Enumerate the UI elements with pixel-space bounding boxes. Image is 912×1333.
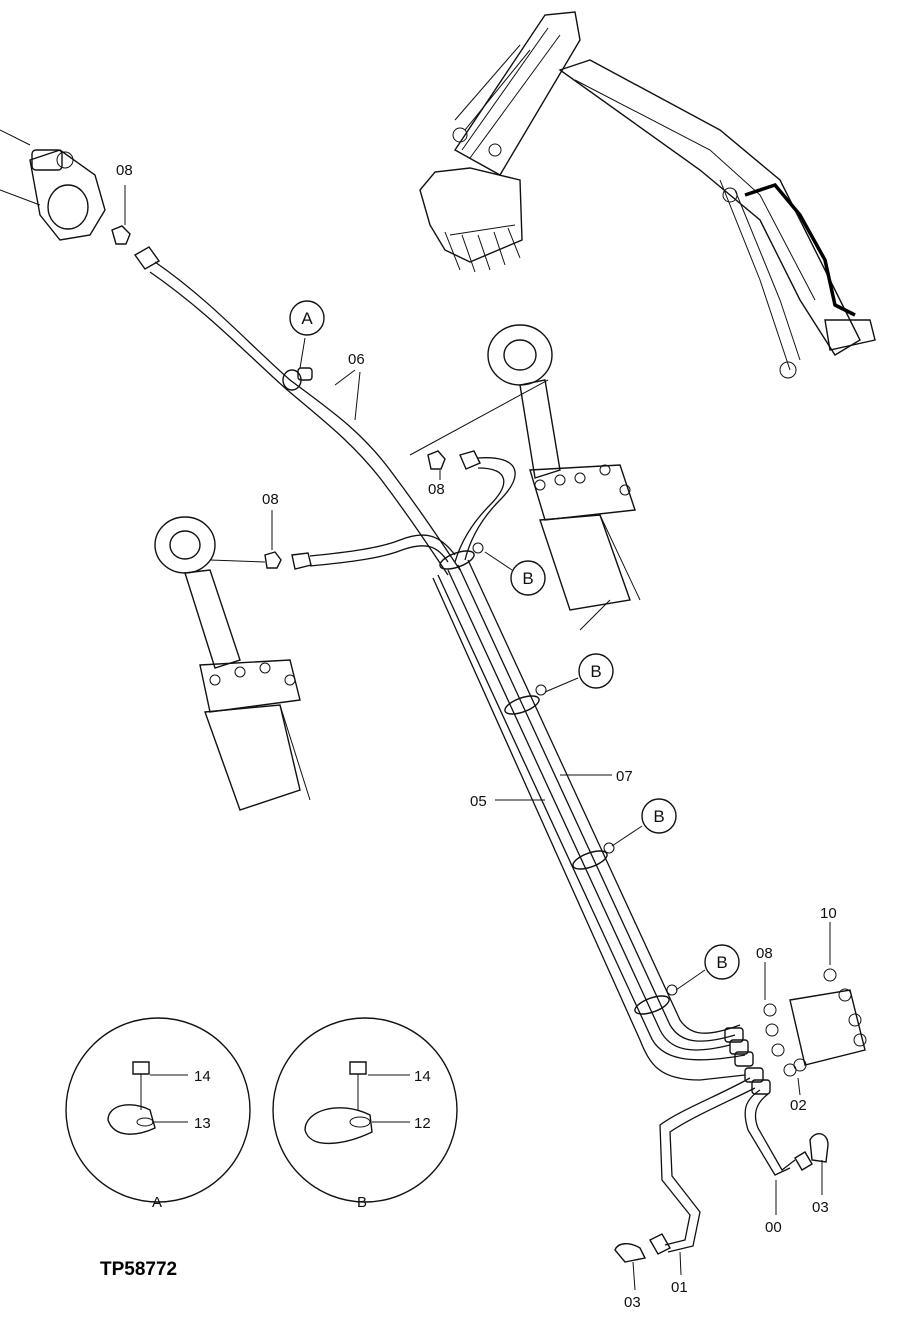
bubble-b-2-letter: B — [590, 662, 601, 681]
callout-00: 00 — [765, 1219, 782, 1236]
bubble-b-4-letter: B — [716, 953, 727, 972]
bubble-b-3-letter: B — [653, 807, 664, 826]
line-01 — [649, 1077, 756, 1255]
callout-05: 05 — [470, 793, 487, 810]
bubble-b-4: B — [704, 944, 740, 980]
callout-14-b: 14 — [414, 1068, 431, 1085]
callout-08-top: 08 — [116, 162, 133, 179]
figure-id: TP58772 — [100, 1259, 177, 1280]
bubble-a-top-letter: A — [301, 309, 313, 328]
bubble-b-3: B — [641, 798, 677, 834]
callout-10: 10 — [820, 905, 837, 922]
callout-13: 13 — [194, 1115, 211, 1132]
clamp-a-on-hose — [282, 367, 313, 391]
detail-b — [272, 1017, 458, 1203]
elbow-fitting-03-bottom — [614, 1243, 647, 1263]
hose-06 — [133, 246, 461, 576]
elbow-fitting-03-right — [809, 1133, 829, 1163]
callout-14-a: 14 — [194, 1068, 211, 1085]
hose-bundle-05-07 — [432, 559, 746, 1081]
bubble-b-2: B — [578, 653, 614, 689]
bundle-clamps — [439, 542, 678, 1015]
cylinder-right — [409, 324, 641, 631]
callout-08-valve: 08 — [756, 945, 773, 962]
bubble-b-1-letter: B — [522, 569, 533, 588]
fitting-08-top — [111, 225, 131, 245]
detail-b-label: B — [357, 1194, 367, 1211]
detail-a-label: A — [152, 1194, 162, 1211]
detail-a — [65, 1017, 251, 1203]
valve-block — [763, 968, 867, 1077]
callout-03-bottom: 03 — [624, 1294, 641, 1311]
bubble-a-top: A — [289, 300, 325, 336]
callout-07: 07 — [616, 768, 633, 785]
callout-12: 12 — [414, 1115, 431, 1132]
fitting-08-left — [264, 551, 312, 570]
callout-08-left: 08 — [262, 491, 279, 508]
hose-end-fittings — [724, 1027, 771, 1095]
fitting-08-middle — [427, 450, 481, 470]
callout-03-right: 03 — [812, 1199, 829, 1216]
cylinder-left — [154, 516, 311, 811]
callout-02: 02 — [790, 1097, 807, 1114]
callout-01: 01 — [671, 1279, 688, 1296]
cylinder-end-top-left — [0, 129, 106, 241]
callout-08-middle: 08 — [428, 481, 445, 498]
bubble-b-1: B — [510, 560, 546, 596]
excavator-overview — [419, 11, 876, 379]
callout-06: 06 — [348, 351, 365, 368]
